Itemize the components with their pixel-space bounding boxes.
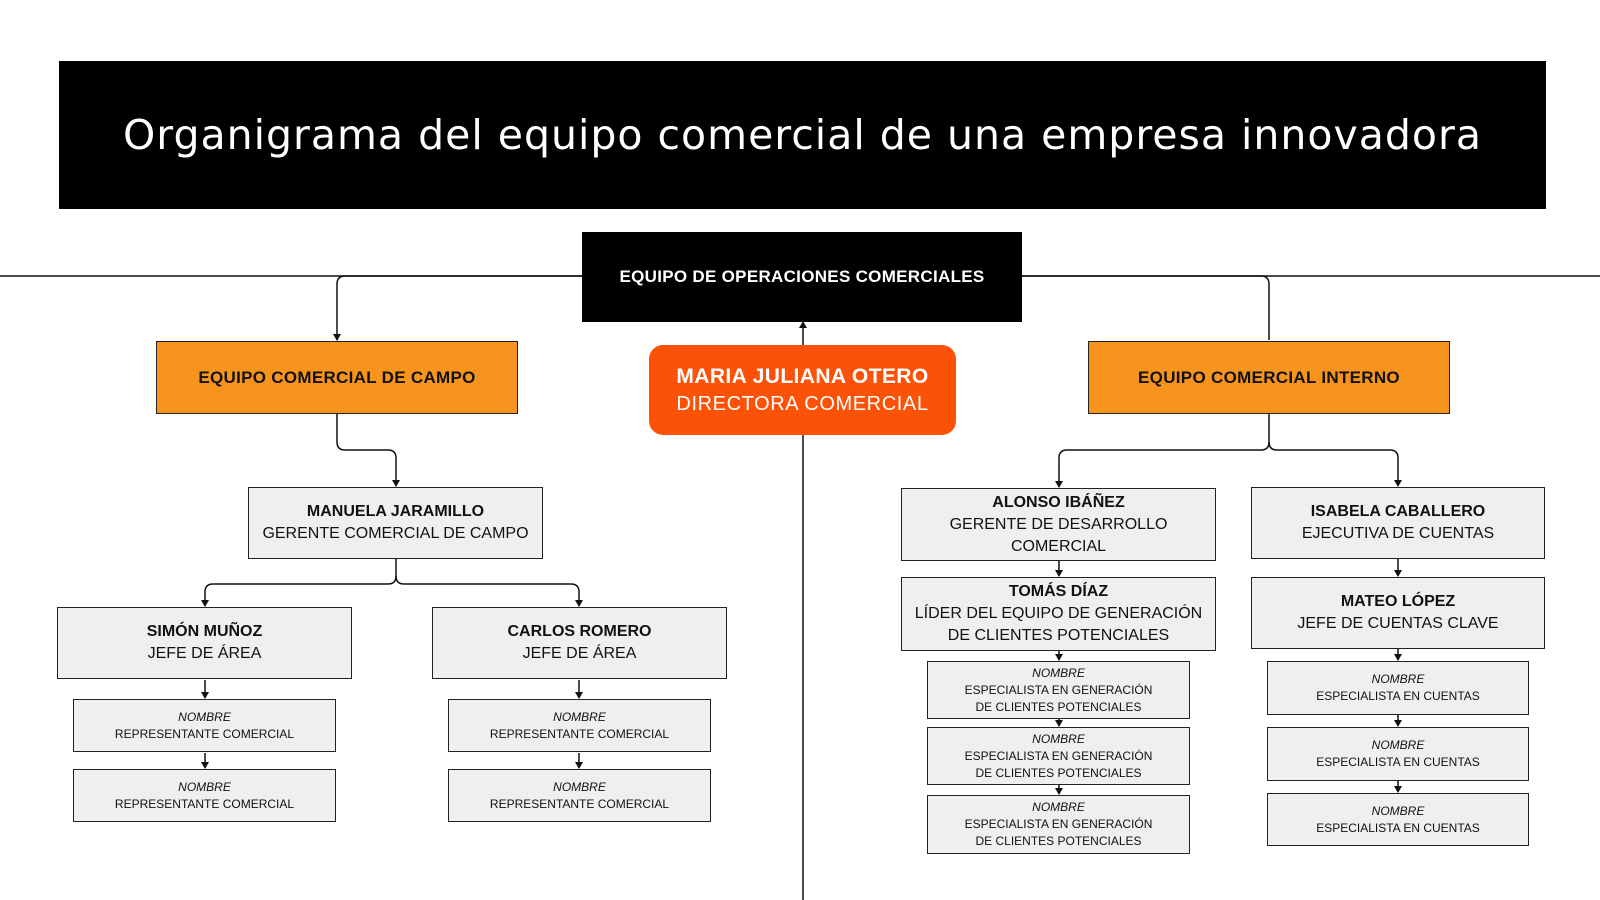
staff-name: NOMBRE bbox=[1032, 800, 1085, 814]
director-name: MARIA JULIANA OTERO bbox=[676, 364, 929, 388]
director-role: DIRECTORA COMERCIAL bbox=[676, 392, 929, 415]
staff-role-line2: DE CLIENTES POTENCIALES bbox=[975, 834, 1142, 848]
staff-name: NOMBRE bbox=[553, 779, 606, 794]
lead-role: JEFE DE CUENTAS CLAVE bbox=[1297, 615, 1499, 632]
internal-team-label: EQUIPO COMERCIAL INTERNO bbox=[1138, 367, 1400, 387]
field-team-label: EQUIPO COMERCIAL DE CAMPO bbox=[198, 367, 476, 387]
staff-name: NOMBRE bbox=[1032, 731, 1085, 746]
internal-staff-node: NOMBRE ESPECIALISTA EN GENERACIÓN DE CLI… bbox=[927, 727, 1190, 785]
field-manager-role: GERENTE COMERCIAL DE CAMPO bbox=[262, 525, 529, 542]
staff-name: NOMBRE bbox=[1371, 803, 1425, 818]
staff-role-line1: ESPECIALISTA EN GENERACIÓN bbox=[964, 682, 1153, 697]
lead-name: CARLOS ROMERO bbox=[507, 623, 652, 640]
manager-name: ALONSO IBÁÑEZ bbox=[992, 493, 1125, 511]
field-staff-node: NOMBRE REPRESENTANTE COMERCIAL bbox=[448, 699, 711, 752]
title-banner: Organigrama del equipo comercial de una … bbox=[59, 61, 1546, 209]
staff-name: NOMBRE bbox=[178, 779, 231, 794]
field-staff-node: NOMBRE REPRESENTANTE COMERCIAL bbox=[448, 769, 711, 822]
exec-name: ISABELA CABALLERO bbox=[1310, 503, 1486, 520]
staff-name: NOMBRE bbox=[178, 709, 231, 724]
staff-role: REPRESENTANTE COMERCIAL bbox=[114, 726, 295, 741]
director-node: MARIA JULIANA OTERO DIRECTORA COMERCIAL bbox=[649, 345, 956, 435]
lead-role: JEFE DE ÁREA bbox=[522, 645, 637, 662]
field-staff-node: NOMBRE REPRESENTANTE COMERCIAL bbox=[73, 699, 336, 752]
field-team-node: EQUIPO COMERCIAL DE CAMPO bbox=[156, 341, 518, 414]
staff-role-line1: ESPECIALISTA EN GENERACIÓN bbox=[964, 817, 1153, 831]
staff-name: NOMBRE bbox=[1032, 665, 1085, 680]
internal-team-node: EQUIPO COMERCIAL INTERNO bbox=[1088, 341, 1450, 414]
staff-role: REPRESENTANTE COMERCIAL bbox=[489, 796, 670, 811]
internal-staff-node: NOMBRE ESPECIALISTA EN CUENTAS bbox=[1267, 727, 1529, 781]
internal-lead-tomas-node: TOMÁS DÍAZ LÍDER DEL EQUIPO DE GENERACIÓ… bbox=[901, 577, 1216, 651]
field-manager-node: MANUELA JARAMILLO GERENTE COMERCIAL DE C… bbox=[248, 487, 543, 559]
field-lead-simon-node: SIMÓN MUÑOZ JEFE DE ÁREA bbox=[57, 607, 352, 679]
staff-role-line2: DE CLIENTES POTENCIALES bbox=[975, 765, 1142, 780]
field-staff-node: NOMBRE REPRESENTANTE COMERCIAL bbox=[73, 769, 336, 822]
internal-manager-alonso-node: ALONSO IBÁÑEZ GERENTE DE DESARROLLO COME… bbox=[901, 488, 1216, 561]
internal-lead-mateo-node: MATEO LÓPEZ JEFE DE CUENTAS CLAVE bbox=[1251, 577, 1545, 649]
page-title: Organigrama del equipo comercial de una … bbox=[123, 111, 1482, 159]
staff-role-line1: ESPECIALISTA EN GENERACIÓN bbox=[964, 748, 1153, 763]
staff-role: REPRESENTANTE COMERCIAL bbox=[489, 726, 670, 741]
staff-role: ESPECIALISTA EN CUENTAS bbox=[1316, 755, 1480, 769]
field-lead-carlos-node: CARLOS ROMERO JEFE DE ÁREA bbox=[432, 607, 727, 679]
staff-role-line2: DE CLIENTES POTENCIALES bbox=[975, 699, 1142, 714]
internal-exec-isabela-node: ISABELA CABALLERO EJECUTIVA DE CUENTAS bbox=[1251, 487, 1545, 559]
lead-role-line1: LÍDER DEL EQUIPO DE GENERACIÓN bbox=[914, 605, 1203, 622]
internal-staff-node: NOMBRE ESPECIALISTA EN CUENTAS bbox=[1267, 661, 1529, 715]
staff-name: NOMBRE bbox=[1371, 738, 1425, 752]
staff-role: REPRESENTANTE COMERCIAL bbox=[114, 796, 295, 811]
exec-role: EJECUTIVA DE CUENTAS bbox=[1301, 525, 1495, 542]
internal-staff-node: NOMBRE ESPECIALISTA EN GENERACIÓN DE CLI… bbox=[927, 795, 1190, 854]
staff-name: NOMBRE bbox=[1371, 672, 1425, 686]
lead-role-line2: DE CLIENTES POTENCIALES bbox=[947, 627, 1170, 644]
lead-role: JEFE DE ÁREA bbox=[147, 645, 262, 662]
staff-role: ESPECIALISTA EN CUENTAS bbox=[1316, 689, 1480, 703]
internal-staff-node: NOMBRE ESPECIALISTA EN CUENTAS bbox=[1267, 793, 1529, 846]
manager-role: GERENTE DE DESARROLLO COMERCIAL bbox=[949, 515, 1168, 555]
lead-name: MATEO LÓPEZ bbox=[1340, 593, 1456, 610]
staff-role: ESPECIALISTA EN CUENTAS bbox=[1316, 820, 1480, 835]
lead-name: TOMÁS DÍAZ bbox=[1008, 583, 1109, 600]
root-label: EQUIPO DE OPERACIONES COMERCIALES bbox=[619, 267, 985, 286]
lead-name: SIMÓN MUÑOZ bbox=[146, 623, 263, 640]
internal-staff-node: NOMBRE ESPECIALISTA EN GENERACIÓN DE CLI… bbox=[927, 661, 1190, 719]
field-manager-name: MANUELA JARAMILLO bbox=[306, 503, 485, 520]
root-node-operations: EQUIPO DE OPERACIONES COMERCIALES bbox=[582, 232, 1022, 322]
staff-name: NOMBRE bbox=[553, 709, 606, 724]
